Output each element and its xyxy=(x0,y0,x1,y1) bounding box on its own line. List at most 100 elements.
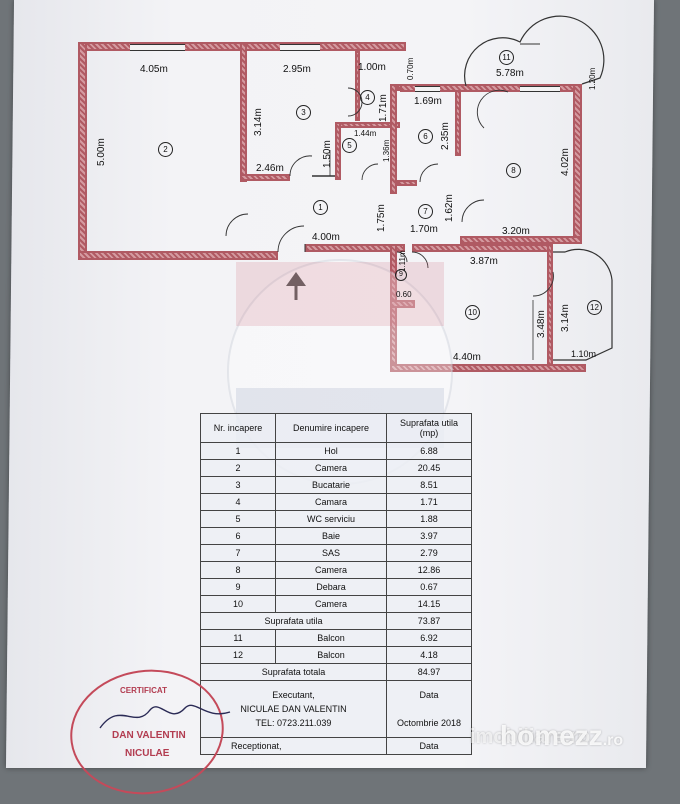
dim-r2-height: 5.00m xyxy=(96,138,107,166)
room-number: 4 xyxy=(360,90,375,105)
wall-r6-bottom xyxy=(397,180,417,186)
dim-r3-height: 3.14m xyxy=(253,108,264,136)
room-number: 2 xyxy=(158,142,173,157)
dim-r11-a: 0.70m xyxy=(406,57,415,80)
date-value: Octombrie 2018 xyxy=(396,718,462,728)
dim-r5-height: 1.36m xyxy=(382,139,391,162)
wall-bottom-left xyxy=(78,251,278,260)
header-nr: Nr. incapere xyxy=(200,413,276,443)
wall-r3-right xyxy=(355,51,360,121)
stamp-line-3: NICULAE xyxy=(125,748,170,759)
dim-r1-width: 4.00m xyxy=(312,232,340,243)
wall-r10-top xyxy=(412,244,552,252)
wall-r3-bottom xyxy=(240,174,290,181)
dim-r12-height: 3.14m xyxy=(560,304,571,332)
wall-r4r6 xyxy=(390,84,397,194)
wall-r6-right xyxy=(455,84,461,156)
room-number: 11 xyxy=(499,50,514,65)
stamp-line-2: DAN VALENTIN xyxy=(112,730,186,741)
window-r8 xyxy=(520,86,560,92)
room-number: 9 xyxy=(395,269,407,281)
homezz-text: homezz xyxy=(500,720,603,751)
homezz-watermark: homezz.ro xyxy=(500,720,623,752)
room-number: 7 xyxy=(418,204,433,219)
room-area-table: Nr. incapere Denumire incapere Suprafata… xyxy=(200,413,472,755)
executant-name: NICULAE DAN VALENTIN xyxy=(240,704,347,714)
wall-corridor-bottom xyxy=(305,244,405,252)
room-number: 6 xyxy=(418,129,433,144)
useful-area-label: Suprafata utila xyxy=(200,612,387,630)
room-number: 3 xyxy=(296,105,311,120)
stamp-line-1: CERTIFICAT xyxy=(120,686,167,695)
wall-r5-left xyxy=(335,122,341,180)
dim-r11-width: 5.78m xyxy=(496,68,524,79)
executant-tel: TEL: 0723.211.039 xyxy=(255,718,332,728)
wall-r10-bottom xyxy=(390,364,586,372)
useful-area-row: Suprafata utila 73.87 xyxy=(200,612,472,630)
window-r2 xyxy=(130,44,185,51)
wall-r5-box xyxy=(335,122,400,128)
dim-r10-width: 3.87m xyxy=(470,256,498,267)
receptionat-row: Receptionat, Data xyxy=(200,737,472,755)
room-number: 8 xyxy=(506,163,521,178)
date-cell: Data Octombrie 2018 xyxy=(386,680,472,738)
wall-r8-bottom xyxy=(460,236,582,244)
total-area-label: Suprafata totala xyxy=(200,663,387,681)
dim-r6-width: 1.69m xyxy=(414,96,442,107)
signature-icon xyxy=(99,704,231,729)
dim-r4-width: 1.00m xyxy=(358,62,386,73)
executant-row: Executant, NICULAE DAN VALENTIN TEL: 072… xyxy=(200,680,472,738)
dim-r3-height2: 1.50m xyxy=(322,140,333,168)
dim-r7-height: 1.62m xyxy=(444,194,455,222)
wall-r2-r3 xyxy=(240,42,247,182)
wall-r10-right xyxy=(547,244,553,372)
useful-area-value: 73.87 xyxy=(386,612,472,630)
total-area-value: 84.97 xyxy=(386,663,472,681)
dim-r8-width: 3.20m xyxy=(502,226,530,237)
total-area-row: Suprafata totala 84.97 xyxy=(200,663,472,681)
wall-r9-bottom xyxy=(390,300,415,308)
dim-r2-width: 4.05m xyxy=(140,64,168,75)
room-number: 1 xyxy=(313,200,328,215)
homezz-suffix: .ro xyxy=(602,732,624,749)
room-number: 10 xyxy=(465,305,480,320)
data-label-2: Data xyxy=(386,737,472,755)
wall-r8-right xyxy=(573,84,582,244)
wall-left xyxy=(78,42,87,260)
header-name: Denumire incapere xyxy=(275,413,387,443)
dim-r4-height: 1.71m xyxy=(378,94,389,122)
dim-r3-width: 2.95m xyxy=(283,64,311,75)
room-number: 5 xyxy=(342,138,357,153)
header-area: Suprafata utila (mp) xyxy=(386,413,472,443)
imobiliare-watermark: imobiliare.ro xyxy=(470,726,591,748)
dim-r1-height: 1.75m xyxy=(376,204,387,232)
table-header-row: Nr. incapere Denumire incapere Suprafata… xyxy=(200,413,472,443)
window-r6 xyxy=(415,86,440,92)
window-r3 xyxy=(280,44,320,51)
wall-r8-top xyxy=(400,84,582,92)
date-label: Data xyxy=(419,690,439,700)
dim-r5-width: 1.44m xyxy=(354,129,377,138)
dim-r9-width: 0.60 xyxy=(396,290,412,299)
dim-r12-width: 1.10m xyxy=(571,349,597,359)
receptionat-label: Receptionat, xyxy=(200,737,387,755)
room-number: 12 xyxy=(587,300,602,315)
executant-label: Executant, xyxy=(272,690,315,700)
dim-r3-width2: 2.46m xyxy=(256,163,284,174)
dim-r7-width: 1.70m xyxy=(410,224,438,235)
dim-r10-width2: 4.40m xyxy=(453,352,481,363)
dim-r10-height: 3.48m xyxy=(536,310,547,338)
dim-r6-height: 2.35m xyxy=(440,122,451,150)
